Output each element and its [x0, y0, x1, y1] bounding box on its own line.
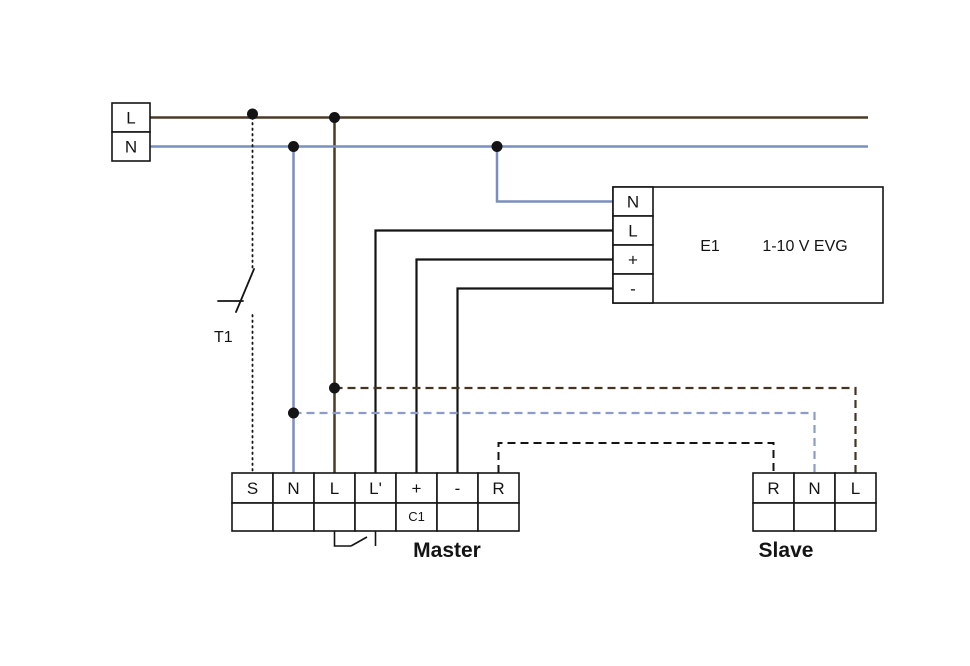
ballast-type-label: 1-10 V EVG — [762, 238, 847, 255]
master-title: Master — [413, 539, 481, 562]
n-wire-group — [150, 145, 868, 473]
ballast-terminal-l-label: L — [628, 222, 637, 241]
supply-n-cell — [111, 131, 151, 162]
n-feed-to-ballast — [495, 146, 613, 203]
ballast-terminal-minus — [612, 273, 654, 304]
master-cell-row2 — [272, 502, 315, 532]
dashed-n-group — [293, 411, 816, 473]
junction-n-slave-tap — [288, 407, 299, 419]
supply-l-label: L — [126, 109, 135, 128]
slave-cell-row2 — [834, 502, 877, 532]
master-cell-row2 — [231, 502, 274, 532]
dashed-r-group — [497, 442, 775, 473]
pushbutton-branch — [217, 116, 255, 474]
ballast-terminal-plus — [612, 244, 654, 275]
slave-cell-l — [834, 472, 877, 504]
junction-l-switch — [247, 108, 258, 120]
dashed-l-group — [334, 386, 857, 473]
dashed-n-to-slave — [293, 411, 816, 473]
master-cell-row2-c1 — [395, 502, 438, 532]
master-cell-n — [272, 472, 315, 504]
master-label-n: N — [287, 479, 299, 498]
master-internal-switch — [333, 531, 377, 547]
ballast-terminal-plus-label: + — [628, 251, 638, 270]
signal-wire-group — [374, 229, 613, 473]
master-cell-row2 — [477, 502, 520, 532]
master-label-r: R — [492, 479, 504, 498]
junction-dots — [247, 108, 503, 419]
pushbutton-blade — [235, 268, 255, 313]
ballast-outline — [612, 186, 884, 304]
slave-label-r: R — [767, 479, 779, 498]
pushbutton-label: T1 — [214, 329, 233, 346]
ballast-designator: E1 — [700, 238, 720, 255]
master-cell-row2 — [436, 502, 479, 532]
master-block: S N L L' + - R C1 Master — [231, 472, 520, 562]
master-aux-c1-label: C1 — [408, 509, 425, 524]
master-cell-r — [477, 472, 520, 504]
wire-minus-to-ballast-minus — [456, 287, 613, 473]
junction-l-master — [329, 112, 340, 123]
slave-label-n: N — [808, 479, 820, 498]
slave-label-l: L — [851, 479, 860, 498]
dashed-l-to-slave — [334, 386, 857, 473]
wire-lprime-to-ballast-l — [374, 229, 613, 473]
master-label-s: S — [247, 479, 258, 498]
master-cell-row2 — [313, 502, 356, 532]
slave-cell-row2 — [752, 502, 795, 532]
ballast-box: N L + - E1 1-10 V EVG — [612, 186, 884, 304]
internal-switch-left — [333, 531, 351, 547]
slave-cell-row2 — [793, 502, 836, 532]
junction-l-slave-tap — [329, 382, 340, 394]
ballast-terminal-minus-label: - — [630, 280, 636, 299]
wire-plus-to-ballast-plus — [415, 258, 613, 473]
slave-title: Slave — [759, 539, 814, 562]
slave-cell-r — [752, 472, 795, 504]
master-label-l: L — [330, 479, 339, 498]
internal-switch-blade — [350, 536, 368, 547]
supply-terminals: L N — [111, 102, 151, 162]
junction-n-ballast — [491, 141, 503, 152]
slave-block: R N L Slave — [752, 472, 877, 562]
junction-n-master — [288, 141, 299, 152]
master-label-plus: + — [412, 479, 422, 498]
master-label-minus: - — [455, 479, 461, 498]
supply-n-label: N — [125, 138, 137, 157]
dashed-r-to-slave — [497, 442, 775, 473]
master-cell-lprime — [354, 472, 397, 504]
master-label-lprime: L' — [369, 479, 382, 498]
ballast-terminal-n-label: N — [627, 193, 639, 212]
master-cell-row2 — [354, 502, 397, 532]
